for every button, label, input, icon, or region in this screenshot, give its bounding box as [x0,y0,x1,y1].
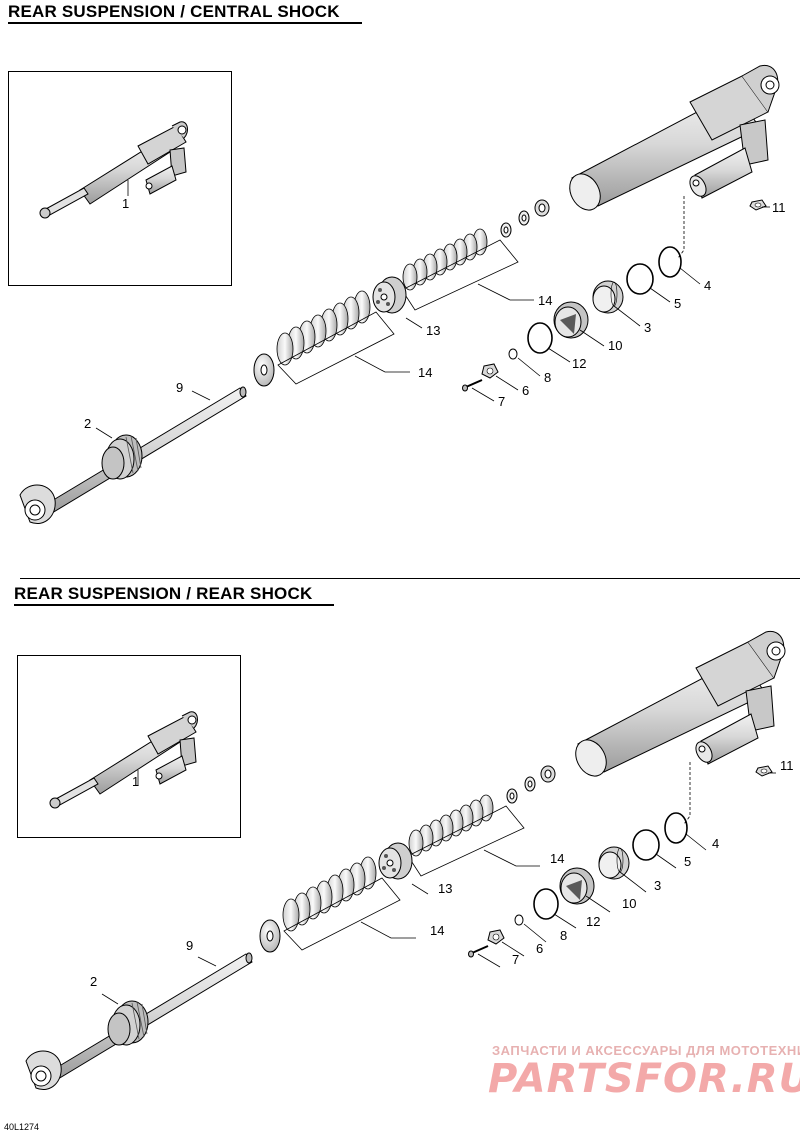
callout-5: 5 [674,296,681,311]
callout-14-lower: 14 [418,365,432,380]
callout-4: 4 [704,278,711,293]
title-underline [8,22,362,24]
callout-9: 9 [176,380,183,395]
callout-2: 2 [84,416,91,431]
callout-11: 11 [780,758,794,773]
callout-7: 7 [498,394,505,409]
title-underline [14,604,334,606]
central-shock-inset-drawing [39,121,188,219]
diagram-title-central-shock: REAR SUSPENSION / CENTRAL SHOCK [8,2,340,21]
callout-2: 2 [90,974,97,989]
callout-11: 11 [772,200,786,215]
callout-14-upper: 14 [538,293,552,308]
callout-13: 13 [438,881,452,896]
central-shock-exploded-view [19,64,780,525]
callout-12: 12 [572,356,586,371]
document-number: 40L1274 [4,1122,40,1132]
callout-6: 6 [522,383,529,398]
diagram-title-rear-shock: REAR SUSPENSION / REAR SHOCK [14,584,313,603]
callout-1: 1 [132,774,139,789]
callouts-rear-shock: 1 2 3 4 5 6 7 8 9 10 11 12 13 14 14 [90,758,794,989]
callout-8: 8 [560,928,567,943]
callouts-central-shock: 1 2 3 4 5 6 7 8 9 10 11 12 13 14 14 [84,196,786,431]
watermark-logo: PARTSFOR.RU [488,1056,800,1102]
callout-3: 3 [654,878,661,893]
rear-shock-exploded-view [25,630,786,1091]
callout-9: 9 [186,938,193,953]
callout-10: 10 [622,896,636,911]
callout-5: 5 [684,854,691,869]
callout-12: 12 [586,914,600,929]
callout-6: 6 [536,941,543,956]
callout-8: 8 [544,370,551,385]
callout-14-upper: 14 [550,851,564,866]
section-divider [20,578,800,579]
callout-7: 7 [512,952,519,967]
callout-1: 1 [122,196,129,211]
rear-shock-inset-drawing [49,711,198,809]
callout-10: 10 [608,338,622,353]
callout-14-lower: 14 [430,923,444,938]
callout-4: 4 [712,836,719,851]
watermark-tagline: ЗАПЧАСТИ И АКСЕССУАРЫ ДЛЯ МОТОТЕХНИКИ [492,1043,800,1058]
callout-3: 3 [644,320,651,335]
callout-13: 13 [426,323,440,338]
